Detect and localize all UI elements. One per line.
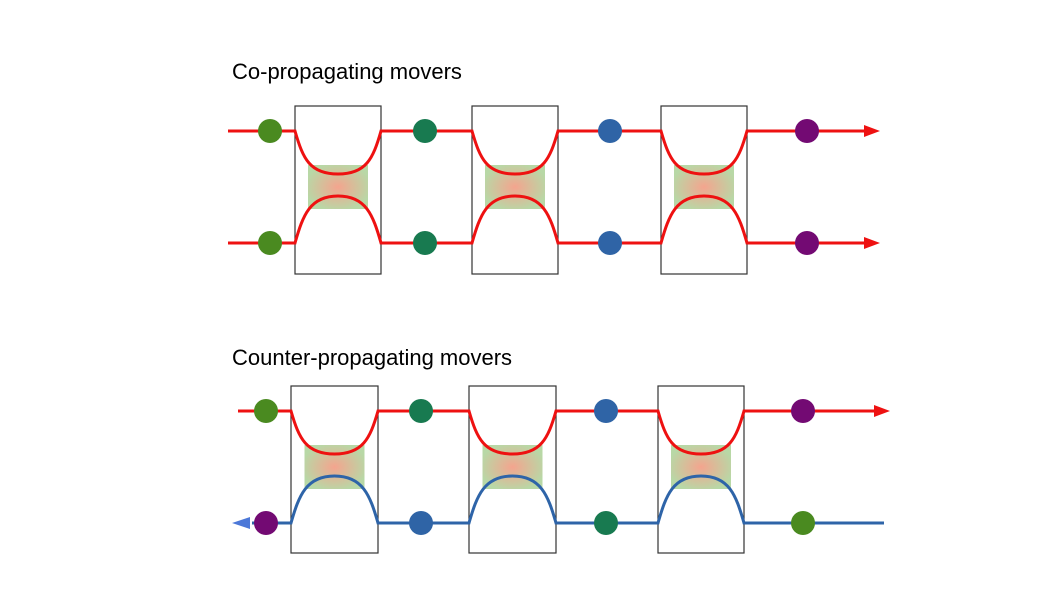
contact-box-1 — [294, 105, 382, 275]
contact-box-1 — [290, 385, 379, 554]
bottom-mover-dot-blue — [409, 511, 433, 535]
bottom-arrow-left-icon — [232, 517, 250, 529]
top-edge-channel — [238, 409, 876, 456]
bottom-mover-dot-teal — [413, 231, 437, 255]
contact-box-3 — [657, 385, 745, 554]
bottom-arrow-right-icon — [864, 237, 880, 249]
bottom-mover-dot-teal — [594, 511, 618, 535]
bottom-mover-dot-green — [258, 231, 282, 255]
top-arrow-right-icon — [864, 125, 880, 137]
panel-title-counter-propagating: Counter-propagating movers — [232, 345, 513, 370]
bottom-mover-dot-blue — [598, 231, 622, 255]
top-mover-dot-purple — [791, 399, 815, 423]
bottom-mover-dot-green — [791, 511, 815, 535]
top-mover-dot-blue — [598, 119, 622, 143]
bottom-mover-dot-purple — [254, 511, 278, 535]
contact-box-3 — [660, 105, 748, 275]
contact-box-2 — [468, 385, 557, 554]
top-mover-dot-purple — [795, 119, 819, 143]
top-mover-dot-green — [258, 119, 282, 143]
panel-title-co-propagating: Co-propagating movers — [232, 59, 462, 84]
top-mover-dot-teal — [413, 119, 437, 143]
top-mover-dot-green — [254, 399, 278, 423]
bottom-edge-channel — [252, 474, 884, 525]
top-mover-dot-blue — [594, 399, 618, 423]
bottom-mover-dot-purple — [795, 231, 819, 255]
top-mover-dot-teal — [409, 399, 433, 423]
contact-box-2 — [471, 105, 559, 275]
bottom-edge-channel — [228, 194, 866, 245]
top-arrow-right-icon — [874, 405, 890, 417]
top-edge-channel — [228, 129, 866, 176]
